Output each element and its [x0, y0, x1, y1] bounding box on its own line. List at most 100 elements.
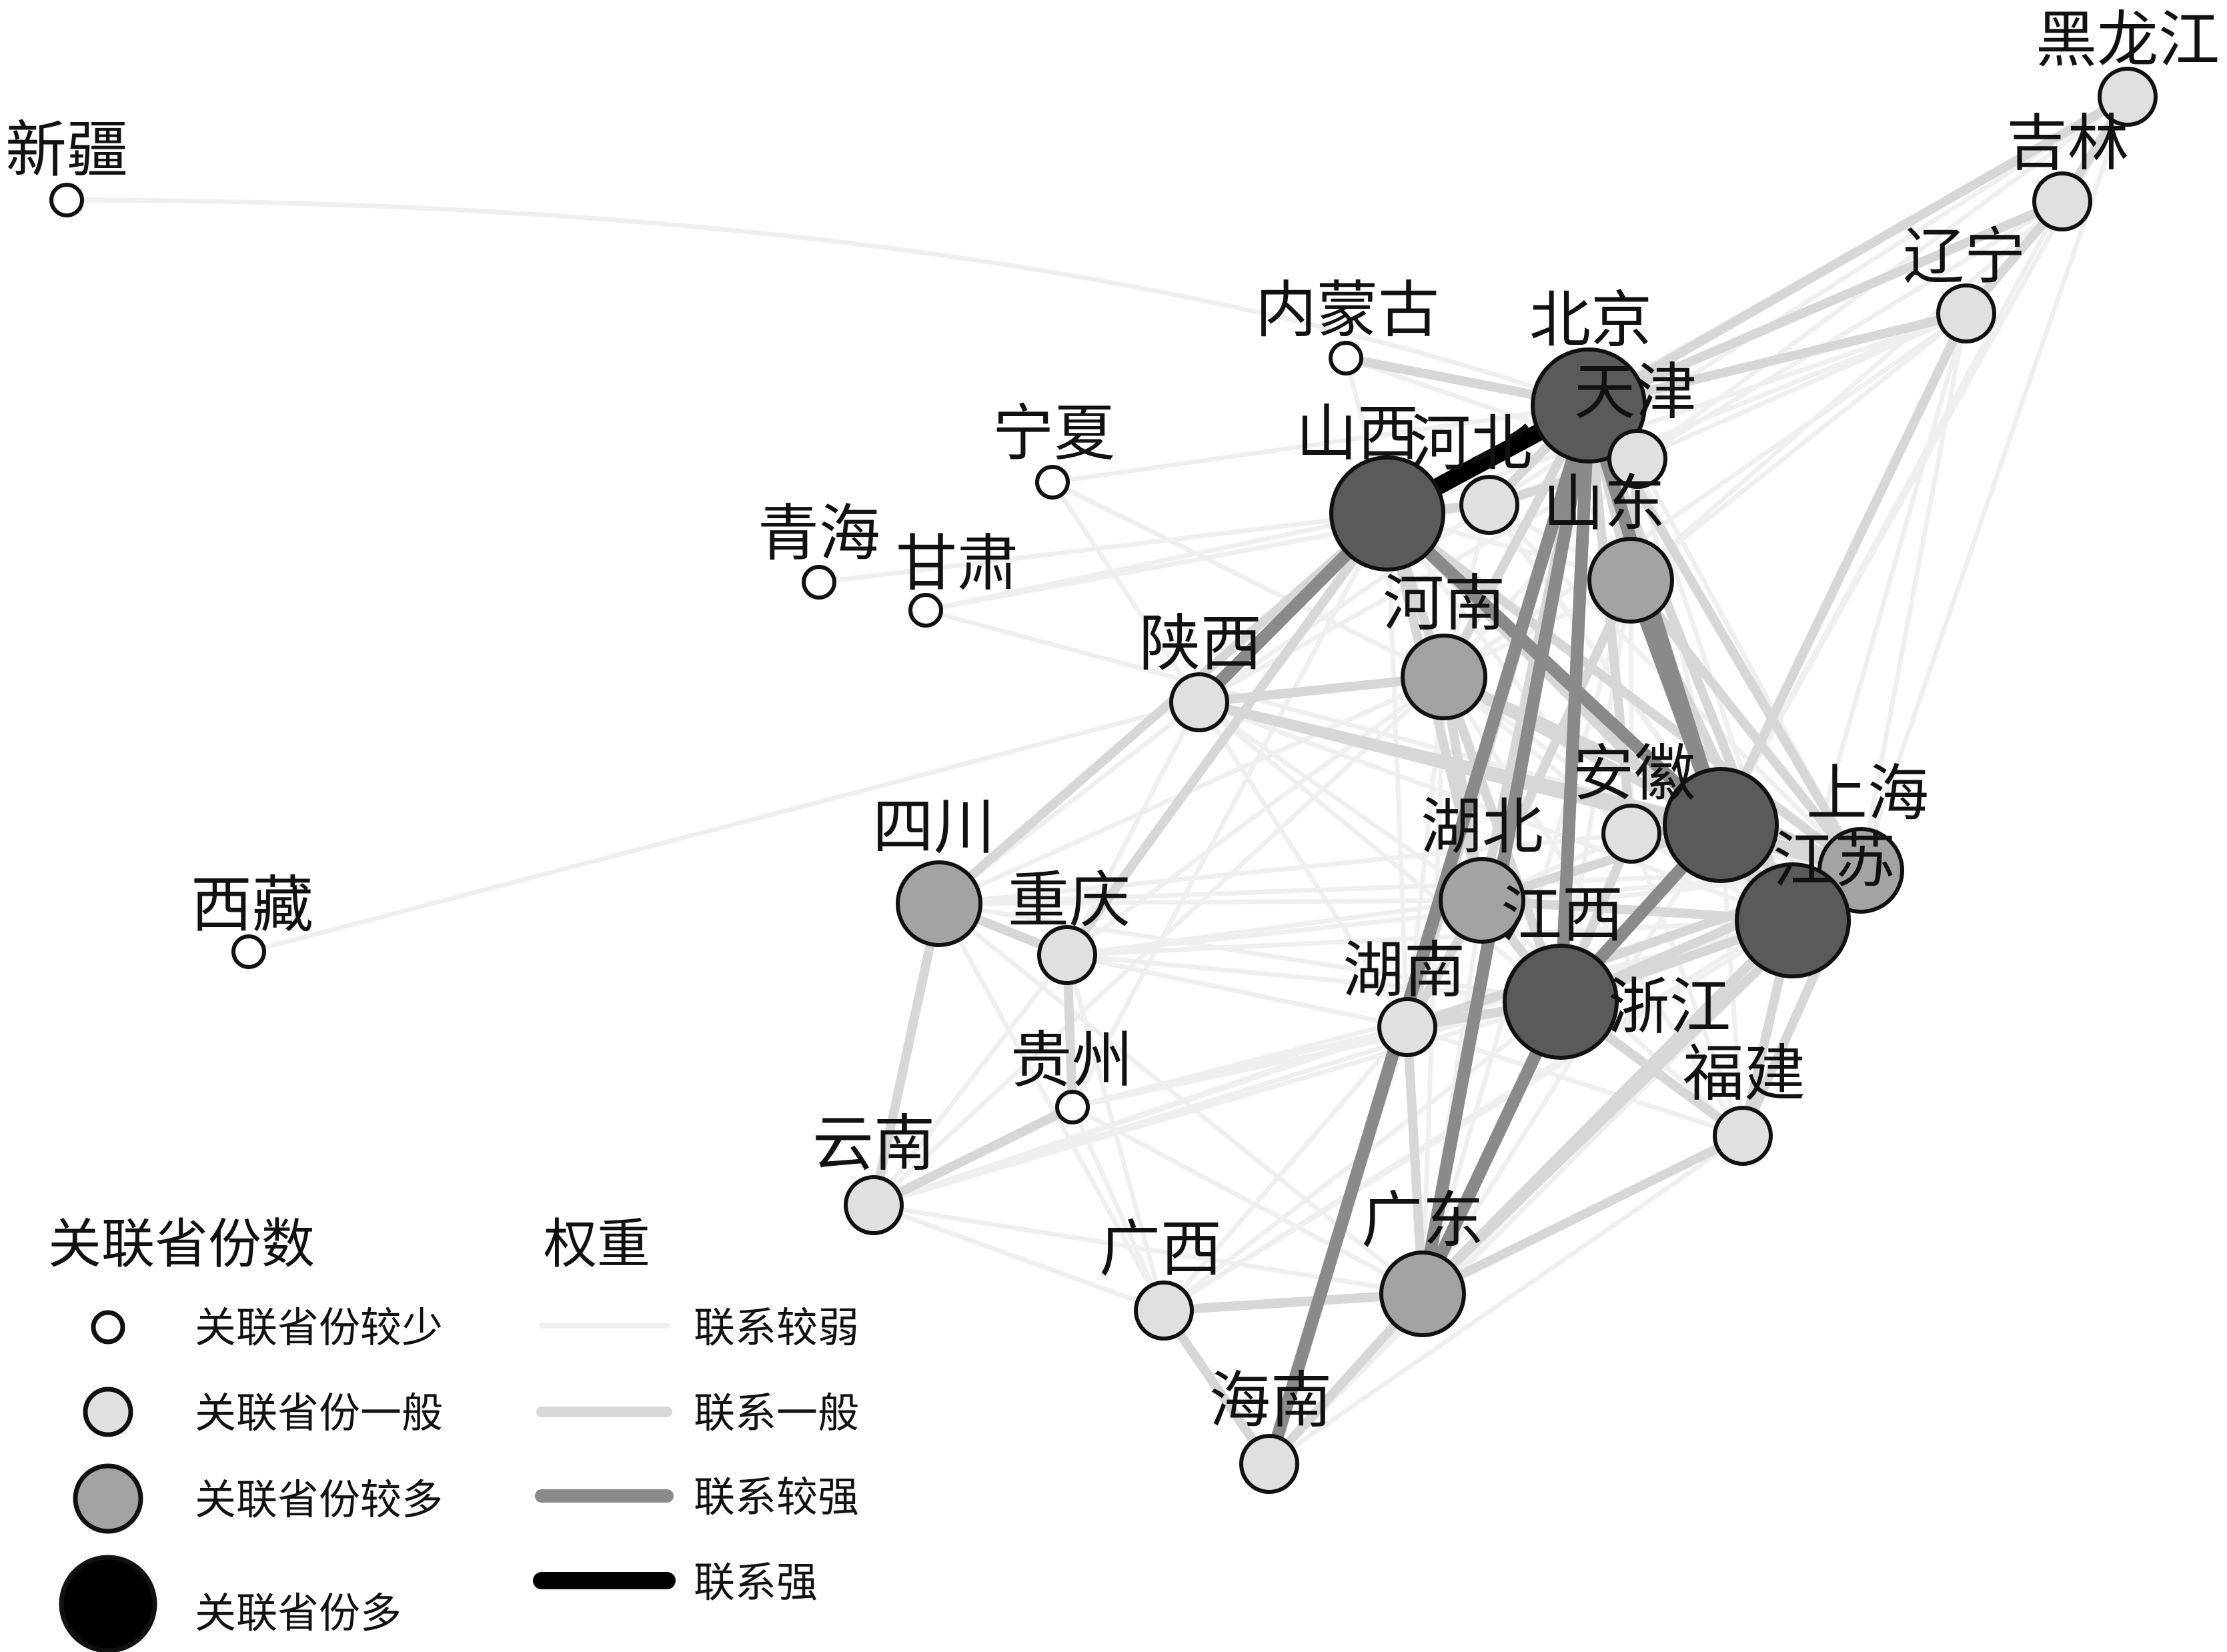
- legend-weight-label-strong: 联系较强: [694, 1473, 859, 1521]
- edge-shandong-guangdong: [1420, 578, 1633, 1297]
- node-layer: [49, 67, 2158, 1494]
- node-label-guangxi: 广西: [1099, 1214, 1222, 1285]
- edge-beijing-jiangxi: [1554, 399, 1595, 1008]
- legend-size-title: 关联省份数: [48, 1213, 315, 1275]
- edge-shanxi-chongqing: [1062, 509, 1392, 960]
- legend: 关联省份数 权重 关联省份较少 关联省份一般 关联省份较多 关联省份多 联系较弱…: [48, 1213, 859, 1652]
- node-label-liaoning: 辽宁: [1903, 221, 2026, 293]
- edge-guangdong-fujian: [1418, 1131, 1747, 1299]
- legend-size-label-many: 关联省份较多: [195, 1475, 443, 1524]
- node-label-beijing: 北京: [1529, 285, 1652, 356]
- node-gansu: [908, 593, 943, 628]
- node-label-guizhou: 贵州: [1010, 1025, 1133, 1096]
- edge-guizhou-yunnan: [869, 1102, 1077, 1210]
- edge-chongqing-hubei: [1064, 898, 1485, 958]
- legend-size-swatch-few: [91, 1310, 125, 1345]
- node-jiangxi: [1503, 944, 1619, 1060]
- edge-ningxia-henan: [1050, 480, 1447, 680]
- node-label-jiangxi: 江西: [1501, 880, 1623, 951]
- node-shandong: [1587, 537, 1674, 624]
- node-label-chongqing: 重庆: [1008, 865, 1131, 936]
- node-label-yunnan: 云南: [812, 1108, 935, 1180]
- edge-beijing-jilin: [1584, 197, 2067, 410]
- node-label-hebei: 河北: [1409, 408, 1532, 480]
- edge-guangdong-shanghai: [1420, 822, 1723, 1297]
- edge-sichuan-shanghai: [936, 822, 1723, 906]
- edge-shanxi-sichuan: [934, 509, 1392, 908]
- edge-chongqing-hunan: [1064, 952, 1410, 1030]
- legend-size-swatch-many: [73, 1463, 143, 1534]
- node-chongqing: [1037, 925, 1097, 985]
- edge-shanxi-shanghai: [1381, 507, 1727, 832]
- edge-guizhou-guangxi: [1070, 1104, 1167, 1313]
- edge-liaoning-shandong: [1628, 311, 1969, 583]
- edge-chongqing-guangxi: [1064, 952, 1167, 1313]
- node-yunnan: [844, 1175, 904, 1235]
- node-zhejiang: [1735, 862, 1851, 978]
- node-label-jilin: 吉林: [2006, 108, 2129, 179]
- edge-shaanxi-jiangxi: [1197, 700, 1563, 1004]
- edge-fujian-anhui: [1629, 831, 1745, 1138]
- edge-hainan-fujian: [1267, 1133, 1745, 1467]
- legend-weight-label-medium: 联系一般: [694, 1389, 859, 1437]
- node-label-hunan: 湖南: [1343, 935, 1465, 1006]
- node-heilongjiang: [2098, 67, 2158, 127]
- node-label-heilongjiang: 黑龙江: [2036, 5, 2220, 76]
- edge-shandong-jiangsu: [1626, 576, 1866, 875]
- node-label-xinjiang: 新疆: [5, 115, 128, 186]
- node-label-anhui: 安徽: [1573, 738, 1695, 810]
- node-guangxi: [1134, 1281, 1194, 1341]
- node-anhui: [1601, 804, 1661, 864]
- node-beijing: [1531, 347, 1647, 464]
- node-sichuan: [896, 860, 982, 947]
- node-label-tianjin: 天津: [1574, 357, 1697, 428]
- edge-sichuan-yunnan: [869, 899, 944, 1210]
- node-hubei: [1439, 857, 1525, 944]
- node-hebei: [1459, 475, 1519, 535]
- node-tianjin: [1607, 429, 1667, 489]
- edge-guizhou-guangdong: [1070, 1104, 1425, 1297]
- node-label-shaanxi: 陕西: [1139, 608, 1262, 680]
- edge-ningxia-shaanxi: [1050, 480, 1202, 705]
- node-neimenggu: [1329, 341, 1363, 375]
- node-label-shandong: 山东: [1543, 468, 1665, 540]
- edge-sichuan-hubei: [936, 898, 1485, 906]
- edge-heilongjiang-jiangsu: [1858, 94, 2130, 873]
- edge-shaanxi-chongqing: [1064, 700, 1202, 958]
- node-label-hainan: 海南: [1209, 1365, 1332, 1437]
- edge-guangxi-hunan: [1161, 1024, 1410, 1313]
- node-label-qinghai: 青海: [758, 498, 880, 570]
- node-label-neimenggu: 内蒙古: [1255, 275, 1439, 346]
- edge-shanxi-jiangsu: [1383, 509, 1866, 875]
- edge-shaanxi-hubei: [1197, 700, 1485, 903]
- node-label-fujian: 福建: [1683, 1038, 1805, 1110]
- edge-beijing-guangdong: [1416, 399, 1595, 1301]
- legend-size-swatch-most: [59, 1555, 157, 1652]
- edge-chongqing-henan: [1064, 674, 1447, 958]
- edge-guangxi-hainan: [1159, 1306, 1274, 1469]
- node-label-jiangsu: 江苏: [1773, 825, 1896, 896]
- node-fujian: [1713, 1106, 1773, 1166]
- edge-xinjiang-beijing: [64, 197, 1591, 408]
- node-shanxi: [1329, 456, 1445, 572]
- node-label-guangdong: 广东: [1361, 1185, 1484, 1257]
- node-ningxia: [1035, 465, 1070, 500]
- node-shanghai: [1663, 767, 1779, 883]
- node-guangdong: [1379, 1251, 1466, 1337]
- node-label-ningxia: 宁夏: [992, 398, 1115, 470]
- edge-shanxi-hunan: [1385, 511, 1410, 1030]
- legend-size-label-most: 关联省份多: [195, 1589, 402, 1637]
- node-guizhou: [1055, 1090, 1090, 1124]
- node-xinjiang: [49, 183, 84, 217]
- legend-weight-title: 权重: [544, 1213, 650, 1275]
- edge-sichuan-guangxi: [936, 901, 1167, 1313]
- legend-weight-label-weak: 联系较弱: [694, 1303, 859, 1352]
- node-label-shanghai: 上海: [1806, 758, 1929, 830]
- edge-beijing-liaoning: [1584, 309, 1971, 410]
- node-jilin: [2032, 171, 2092, 231]
- edge-guangxi-yunnan: [871, 1202, 1167, 1313]
- node-label-xizang: 西藏: [191, 870, 313, 941]
- legend-size-label-medium: 关联省份一般: [195, 1389, 443, 1437]
- legend-size-swatch-medium: [83, 1387, 133, 1437]
